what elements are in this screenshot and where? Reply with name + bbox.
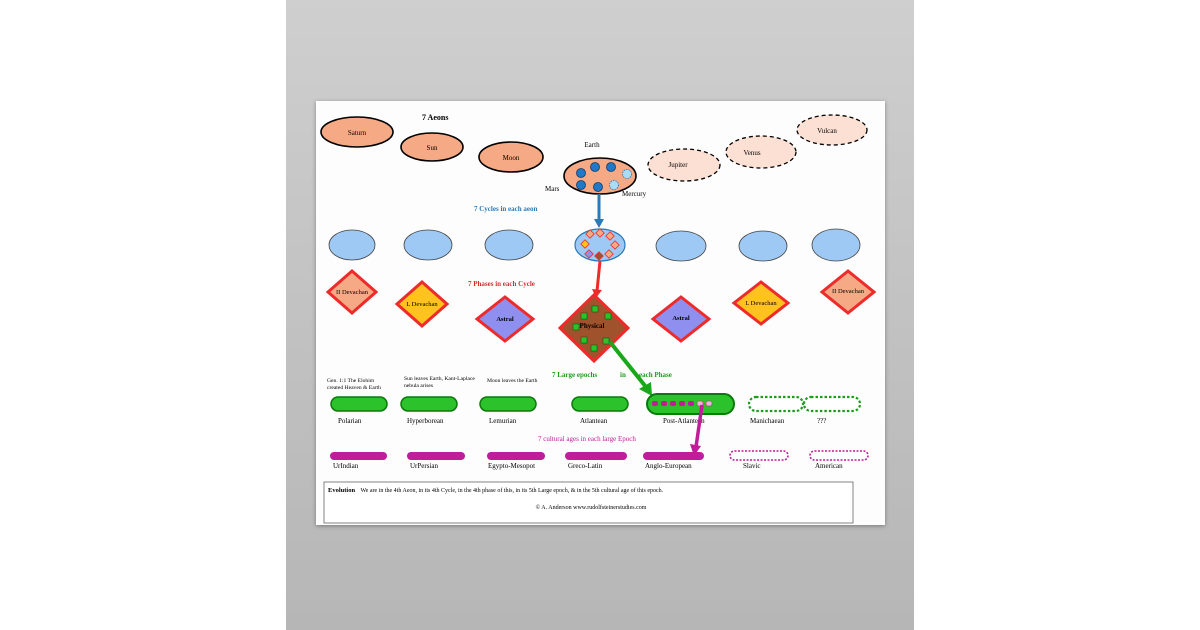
culture-label: Slavic	[743, 462, 761, 470]
cycle-oval	[328, 229, 376, 261]
phase-label: L Devachan	[745, 300, 777, 307]
mars-label: Mars	[545, 185, 560, 193]
epoch-label: ???	[817, 417, 826, 425]
epoch-pill	[479, 396, 537, 412]
epoch-label: Polarian	[338, 417, 362, 425]
aeon-label-jupiter: Jupiter	[668, 161, 688, 169]
aeon-earth: Earth Mars Mercury	[545, 141, 647, 198]
epoch-label: Post-Atlantean	[663, 417, 705, 425]
epoch-note-line: Sun leaves Earth, Kant-Laplace	[404, 376, 475, 382]
culture-label: American	[815, 462, 843, 470]
culture-pill	[487, 452, 545, 460]
epoch-note-line: Gen. 1:1 The Elohim	[327, 378, 375, 384]
aeon-label-saturn: Saturn	[348, 129, 367, 137]
epoch-pill	[571, 396, 629, 412]
arrow-cycle-to-phase	[592, 260, 602, 298]
phase-lo-devachan-1: L Devachan	[394, 280, 450, 328]
epoch-pill-future	[802, 395, 862, 413]
culture-label: Greco-Latin	[568, 462, 603, 470]
aeon-label-moon: Moon	[503, 154, 520, 162]
epoch-label: Hyperborean	[407, 417, 444, 425]
phase-hi-devachan-1: II Devachan	[325, 269, 379, 315]
planet-dot-future	[622, 169, 632, 179]
aeon-label-earth: Earth	[584, 141, 600, 149]
cultures-heading: 7 cultural ages in each large Epoch	[538, 435, 636, 443]
planet-dot	[576, 180, 586, 190]
phase-label: Physical	[580, 322, 605, 330]
aeon-label-vulcan: Vulcan	[817, 127, 837, 135]
arrow-epoch-to-culture	[690, 404, 704, 456]
epoch-note-polarian: Gen. 1:1 The Elohim created Heaven & Ear…	[327, 378, 381, 391]
cycle-oval	[655, 230, 707, 262]
aeon-saturn: Saturn	[320, 116, 394, 148]
phase-astral-1: Astral	[474, 295, 536, 343]
footer-body: We are in the 4th Aeon, in its 4th Cycle…	[361, 487, 664, 494]
footer-box	[323, 481, 854, 524]
epoch-note-line: created Heaven & Earth	[327, 385, 381, 391]
aeon-jupiter: Jupiter	[647, 148, 721, 182]
cycle-oval	[403, 229, 453, 261]
aeon-label-sun: Sun	[427, 144, 438, 152]
arrow-aeon-to-cycle	[594, 194, 604, 228]
culture-label: UrIndian	[333, 462, 359, 470]
planet-dot	[590, 162, 600, 172]
phase-hi-devachan-2: II Devachan	[819, 269, 877, 315]
aeon-moon: Moon	[478, 141, 544, 173]
epoch-note-line: nebula arises	[404, 383, 433, 389]
epoch-pill	[330, 396, 388, 412]
planet-dot	[606, 162, 616, 172]
phase-label: II Devachan	[832, 288, 865, 295]
footer-credit: © A. Anderson www.rudolfsteinerstudies.c…	[536, 504, 647, 511]
epoch-label: Lemurian	[489, 417, 517, 425]
epochs-heading: in	[620, 371, 626, 379]
planet-dot	[593, 182, 603, 192]
aeon-venus: Venus	[725, 135, 797, 169]
phase-label: Astral	[496, 316, 514, 323]
poster: 7 Aeons Saturn Sun Moon Earth Mars Mercu…	[316, 101, 885, 525]
phase-label: L Devachan	[406, 301, 438, 308]
planet-dot	[576, 168, 586, 178]
culture-pill-future	[809, 450, 869, 461]
phase-label: II Devachan	[336, 289, 369, 296]
epoch-note-lemurian: Moon leaves the Earth	[487, 378, 538, 384]
epoch-pill-future	[747, 395, 805, 413]
culture-label: Anglo-European	[645, 462, 692, 470]
cycle-oval	[484, 229, 534, 261]
phase-astral-2: Astral	[650, 295, 712, 343]
cycles-heading: 7 Cycles in each aeon	[474, 205, 537, 213]
aeon-vulcan: Vulcan	[796, 114, 868, 146]
epoch-label: Atlantean	[580, 417, 608, 425]
culture-label: Egypto-Mesopot	[488, 462, 535, 470]
epochs-heading: 7 Large epochs	[552, 371, 597, 379]
phases-heading: 7 Phases in each Cycle	[468, 280, 535, 288]
culture-label: UrPersian	[410, 462, 438, 470]
epoch-pill	[400, 396, 458, 412]
epoch-pill-current	[646, 393, 735, 415]
cycle-oval	[811, 228, 861, 262]
mercury-label: Mercury	[622, 190, 647, 198]
epoch-note-hyperborean: Sun leaves Earth, Kant-Laplace nebula ar…	[404, 376, 476, 389]
aeon-label-venus: Venus	[743, 149, 760, 157]
culture-pill-current	[643, 452, 704, 460]
aeon-sun: Sun	[400, 132, 464, 162]
aeons-heading: 7 Aeons	[422, 113, 448, 122]
cycle-oval-current	[574, 228, 626, 262]
epochs-heading: each Phase	[639, 371, 672, 379]
culture-pill	[407, 452, 465, 460]
arrow-phase-to-epoch	[608, 340, 652, 396]
planet-dot-future	[609, 180, 619, 190]
phase-lo-devachan-2: L Devachan	[731, 280, 791, 326]
epoch-label: Manichaean	[750, 417, 785, 425]
footer-label: Evolution	[328, 487, 355, 494]
culture-pill	[330, 452, 387, 460]
culture-pill-future	[729, 450, 789, 461]
evolution-diagram: 7 Aeons Saturn Sun Moon Earth Mars Mercu…	[320, 113, 877, 524]
culture-pill	[565, 452, 627, 460]
footer-text: Evolution We are in the 4th Aeon, in its…	[328, 487, 664, 494]
epoch-note-line: Moon leaves the Earth	[487, 378, 538, 384]
cycle-oval	[738, 230, 788, 262]
phase-label: Astral	[672, 315, 690, 322]
